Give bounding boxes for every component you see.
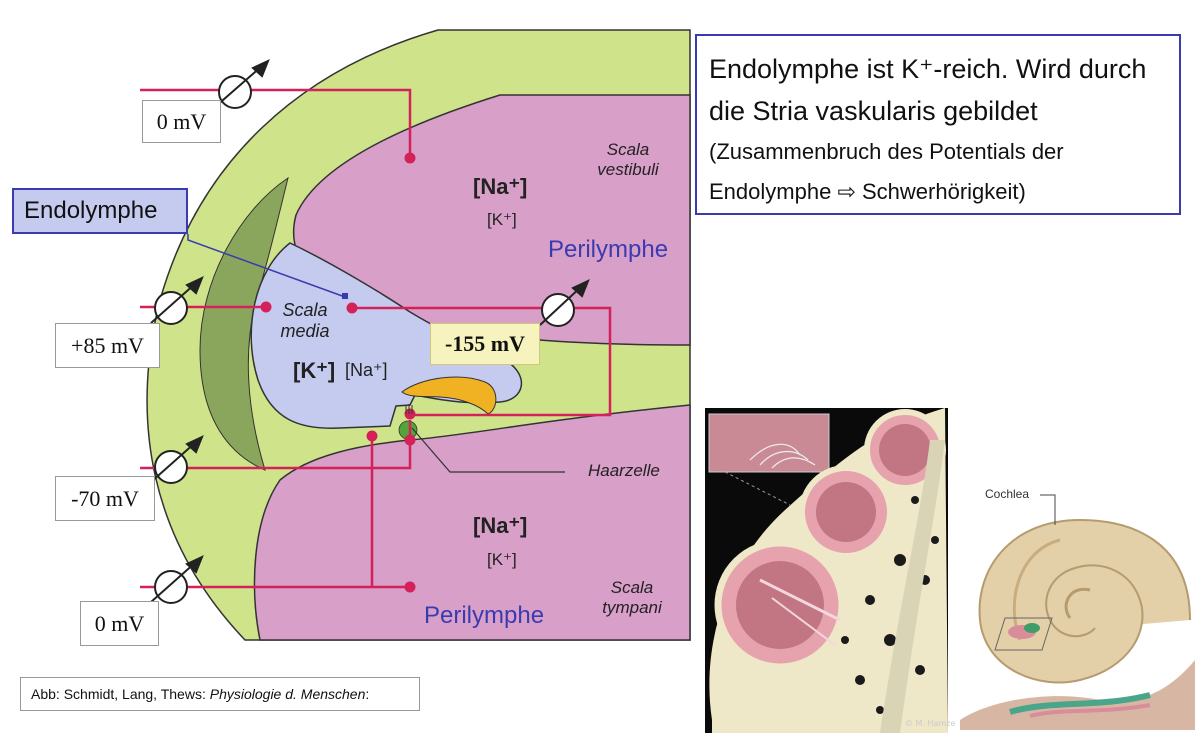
voltmeter-icon: [150, 555, 204, 604]
voltmeter-icon: [214, 59, 270, 109]
measurement-transepithelial: -155 mV: [430, 323, 540, 365]
voltmeter-icon: [150, 276, 204, 325]
k-concentration-bottom: [K⁺]: [487, 550, 517, 569]
voltmeter-icon: [150, 435, 204, 484]
info-line-3: (Zusammenbruch des Potentials der: [709, 139, 1064, 164]
perilymphe-label-bottom: Perilymphe: [424, 602, 545, 629]
na-concentration-top: [Na⁺]: [473, 174, 528, 199]
cochlea-schematic: [140, 29, 691, 641]
source-citation: Abb: Schmidt, Lang, Thews: Physiologie d…: [20, 677, 420, 711]
measurement-bottom: 0 mV: [80, 601, 159, 646]
na-concentration-bottom: [Na⁺]: [473, 513, 528, 538]
endolymphe-label: Endolymphe: [12, 188, 188, 234]
perilymphe-label-top: Perilymphe: [548, 236, 669, 263]
haarzelle-label: Haarzelle: [588, 461, 660, 480]
info-box: Endolymphe ist K⁺-reich. Wird durch die …: [695, 34, 1181, 215]
info-line-4: Endolymphe ⇨ Schwerhörigkeit): [709, 179, 1026, 204]
voltmeter-icon: [539, 279, 590, 327]
info-line-2: die Stria vaskularis gebildet: [709, 96, 1038, 126]
info-line-1: Endolymphe ist K⁺-reich. Wird durch: [709, 54, 1147, 84]
measurement-haircell: -70 mV: [55, 476, 155, 521]
k-concentration-media: [K⁺]: [293, 358, 336, 383]
arrow-right-icon: ⇨: [837, 179, 856, 204]
measurement-media: +85 mV: [55, 323, 160, 368]
na-concentration-media: [Na⁺]: [345, 360, 388, 380]
cochlea-label: Cochlea: [985, 487, 1030, 501]
signature: © M. Hamzeh: [905, 719, 960, 728]
k-concentration-top: [K⁺]: [487, 210, 517, 229]
measurement-top: 0 mV: [142, 100, 221, 143]
